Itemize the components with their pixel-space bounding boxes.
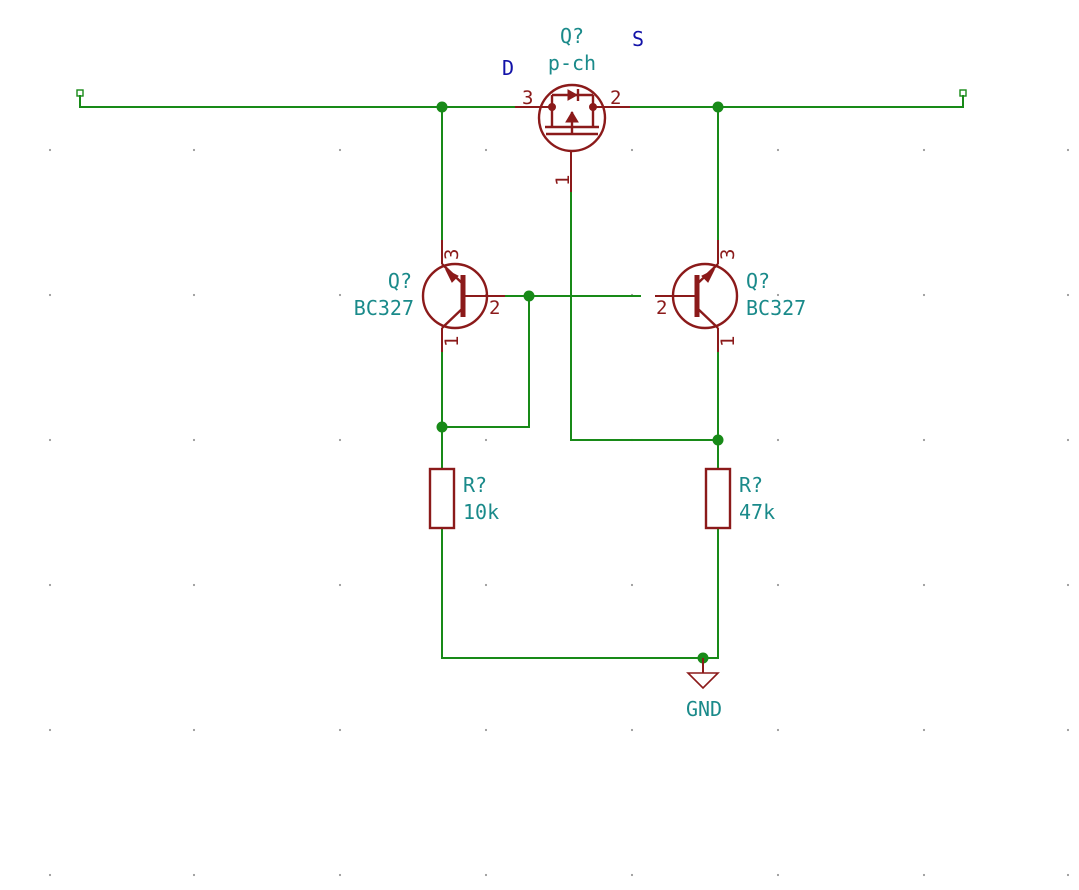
mosfet-pin-gate: 1 [552,175,574,186]
bjt-left-pin-emitter: 3 [441,249,463,260]
grid-dot [48,148,52,152]
bjt-left-value: BC327 [354,296,414,320]
grid-dot [48,873,52,877]
bjt-right-pin-collector: 1 [717,336,739,347]
grid-dot [338,293,342,297]
grid-dot [192,583,196,587]
ground-symbol[interactable] [686,658,720,690]
grid-dot [192,148,196,152]
grid-dot [484,583,488,587]
wires [79,95,964,659]
grid-dot [338,728,342,732]
grid-dot [630,583,634,587]
grid-dot [1066,438,1070,442]
grid-dot [48,583,52,587]
junction-right-collector [712,434,724,446]
bjt-right-value: BC327 [746,296,806,320]
grid-dot [776,728,780,732]
resistor-left-ref: R? [463,473,487,497]
net-label-drain: D [502,56,514,80]
junction-left-collector [436,421,448,433]
bjt-left-ref: Q? [388,269,412,293]
grid-dot [922,293,926,297]
resistor-left-symbol[interactable] [428,467,456,530]
junctions [436,101,724,664]
grid-dot [776,438,780,442]
resistor-right-symbol[interactable] [704,467,732,530]
mosfet-pin-source: 2 [610,87,621,109]
grid-dots [48,148,1070,877]
bjt-left-pin-base: 2 [489,297,500,319]
bjt-right-symbol[interactable] [655,240,739,352]
grid-dot [776,148,780,152]
grid-dot [484,873,488,877]
bjt-right-pin-base: 2 [656,297,667,319]
grid-dot [922,583,926,587]
grid-dot [48,293,52,297]
resistor-right-value: 47k [739,500,775,524]
mosfet-symbol[interactable] [515,83,630,192]
grid-dot [1066,873,1070,877]
mosfet-ref: Q? [560,24,584,48]
resistor-right-ref: R? [739,473,763,497]
mosfet-value: p-ch [548,51,596,75]
mosfet-pin-drain: 3 [522,87,533,109]
grid-dot [48,438,52,442]
junction-bases [523,290,535,302]
grid-dot [338,148,342,152]
grid-dot [1066,728,1070,732]
grid-dot [192,873,196,877]
grid-dot [922,728,926,732]
bjt-left-pin-collector: 1 [441,336,463,347]
grid-dot [48,728,52,732]
grid-dot [338,583,342,587]
bjt-left-symbol[interactable] [421,240,505,352]
grid-dot [922,148,926,152]
output-connector[interactable] [959,89,967,97]
ground-label: GND [686,697,722,721]
grid-dot [776,873,780,877]
grid-dot [630,728,634,732]
resistor-left-value: 10k [463,500,499,524]
grid-dot [192,293,196,297]
grid-dot [1066,148,1070,152]
grid-dot [1066,293,1070,297]
grid-dot [192,438,196,442]
grid-dot [776,293,780,297]
grid-dot [922,873,926,877]
grid-dot [338,438,342,442]
bjt-right-ref: Q? [746,269,770,293]
grid-dot [192,728,196,732]
grid-dot [484,148,488,152]
grid-dot [484,438,488,442]
grid-dot [338,873,342,877]
input-connector[interactable] [76,89,84,97]
grid-dot [630,148,634,152]
junction-top-left [436,101,448,113]
grid-dot [484,728,488,732]
grid-dot [776,583,780,587]
grid-dot [630,873,634,877]
net-label-source: S [632,27,644,51]
grid-dot [922,438,926,442]
grid-dot [1066,583,1070,587]
junction-top-right [712,101,724,113]
bjt-right-pin-emitter: 3 [717,249,739,260]
